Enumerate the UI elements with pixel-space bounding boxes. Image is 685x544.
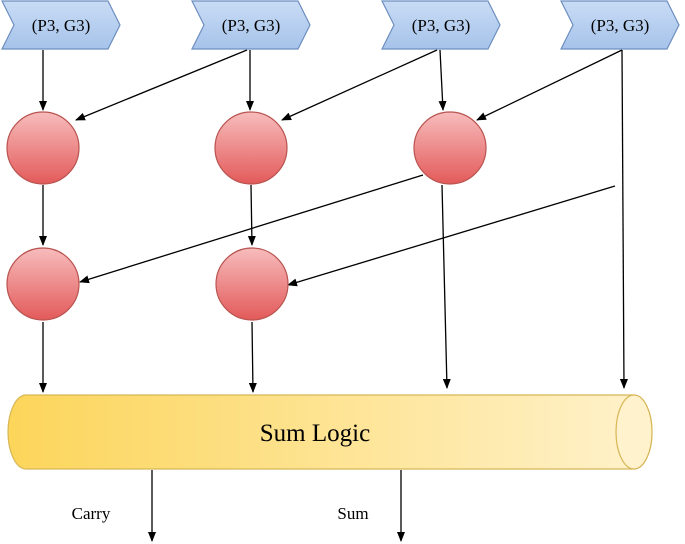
edge-input3-to-node-r1c2 [281,49,438,121]
prefix-node-row1-col3 [413,111,487,185]
edge-input3-to-node-r1c3 [438,49,447,111]
input-tag-label: (P3, G3) [591,16,650,35]
input-tag-shape [560,0,680,50]
input-tag-4: (P3, G3) [560,0,680,50]
edge-input4-to-node-r2c2 [287,185,616,287]
input-tag-shape [1,0,121,50]
sum-logic-end-cap [615,394,653,470]
input-tag-2: (P3, G3) [191,0,311,50]
sum-output-label: Sum [337,504,368,523]
prefix-nodes [6,111,487,321]
input-tag-label: (P3, G3) [32,16,91,35]
prefix-node-row2-col1 [6,247,80,321]
input-tag-3: (P3, G3) [381,0,501,50]
edges [39,49,628,542]
input-tag-label: (P3, G3) [412,16,471,35]
carry-output-label: Carry [72,504,111,523]
edge-input4-to-sum-logic [619,49,628,389]
edge-input2-to-node-r1c1 [75,49,248,121]
prefix-node-row1-col2 [214,111,288,185]
input-tag-shape [381,0,501,50]
sum-logic-label: Sum Logic [260,420,370,447]
input-tag-1: (P3, G3) [1,0,121,50]
prefix-node-row2-col2 [215,247,289,321]
sum-logic-block: Sum Logic [7,394,653,470]
input-tag-shape [191,0,311,50]
edge-input4-to-node-r1c3 [476,49,623,121]
edge-node-r2c2-to-sum-logic [248,321,257,393]
edge-node-r1c3-to-sum-logic [441,184,451,389]
edge-node-r1c2-to-node-r2c2 [247,184,256,246]
input-tag-label: (P3, G3) [222,16,281,35]
prefix-node-row1-col1 [6,111,80,185]
